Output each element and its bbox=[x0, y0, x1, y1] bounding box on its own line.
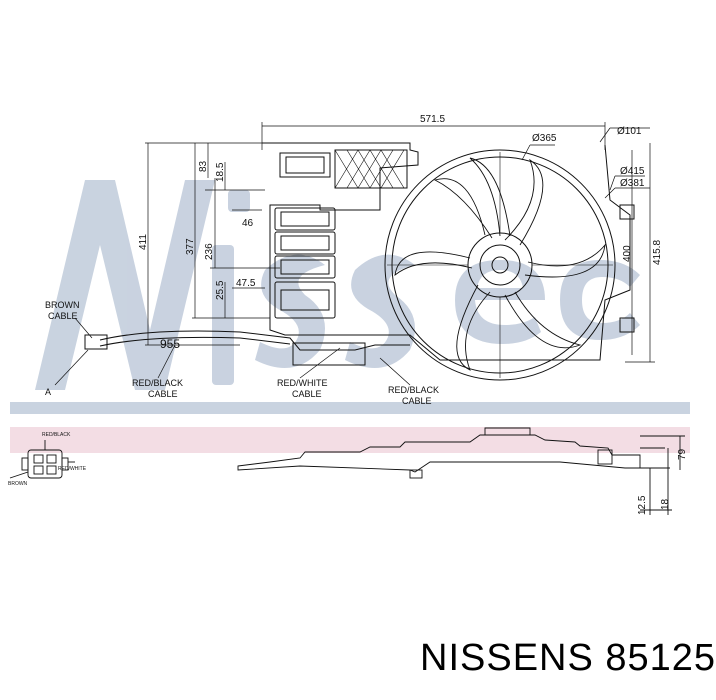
hatched-panel bbox=[334, 149, 408, 189]
side-mount-lower bbox=[619, 317, 635, 333]
fan-spokes bbox=[387, 152, 613, 378]
red-black-2-label-2: CABLE bbox=[402, 396, 432, 406]
cable-harness bbox=[99, 330, 410, 351]
cable-connector bbox=[84, 334, 108, 350]
red-white-label-1: RED/WHITE bbox=[277, 378, 328, 388]
dim-415-8: 415.8 bbox=[652, 240, 663, 265]
fan-hub bbox=[479, 244, 521, 286]
part-number: 85125 bbox=[605, 637, 716, 679]
dim-411: 411 bbox=[138, 234, 149, 250]
dim-dia-415: Ø415 bbox=[620, 166, 645, 177]
dim-dia-101: Ø101 bbox=[617, 126, 642, 137]
front-view bbox=[84, 142, 635, 381]
callout-labels: BROWN CABLE A RED/BLACK CABLE RED/WHITE … bbox=[45, 300, 439, 406]
shroud-outline bbox=[262, 142, 631, 361]
technical-drawing-page: 571.5 Ø365 Ø101 Ø415 Ø381 411 377 83 18.… bbox=[8, 114, 716, 679]
dim-571-5: 571.5 bbox=[420, 114, 445, 125]
side-view bbox=[237, 427, 685, 515]
red-black-2-label-1: RED/BLACK bbox=[388, 385, 439, 395]
fan-outer-ring bbox=[384, 149, 616, 381]
dim-12-5: 12.5 bbox=[637, 495, 648, 515]
resistor-block-2 bbox=[274, 231, 336, 255]
resistor-block-3 bbox=[274, 255, 336, 279]
brown-cable-label-2: CABLE bbox=[48, 311, 78, 321]
dim-400: 400 bbox=[622, 245, 633, 262]
brand-name: NISSENS bbox=[420, 637, 594, 679]
side-mount-upper bbox=[619, 204, 635, 220]
dim-dia-365: Ø365 bbox=[532, 133, 557, 144]
drawing-canvas: 571.5 Ø365 Ø101 Ø415 Ø381 411 377 83 18.… bbox=[8, 114, 690, 515]
dim-dia-381: Ø381 bbox=[620, 178, 645, 189]
resistor-block-4 bbox=[274, 281, 336, 319]
dim-47-5: 47.5 bbox=[236, 278, 256, 289]
red-white-label-2: CABLE bbox=[292, 389, 322, 399]
connector-right-label: RED/WHITE bbox=[58, 466, 87, 472]
fan-blades bbox=[394, 157, 606, 371]
point-a-label: A bbox=[45, 387, 51, 397]
nissens-watermark bbox=[35, 180, 640, 390]
red-black-1-label-1: RED/BLACK bbox=[132, 378, 183, 388]
dim-25-5: 25.5 bbox=[215, 280, 226, 300]
connector-top-label: RED/BLACK bbox=[42, 432, 71, 438]
dim-83: 83 bbox=[198, 160, 209, 172]
separator-bar bbox=[10, 402, 690, 414]
dim-18-5: 18.5 bbox=[215, 162, 226, 182]
dimension-lines bbox=[54, 122, 655, 386]
connector-labels: RED/BLACK BROWN RED/WHITE bbox=[8, 432, 87, 487]
dimension-texts: 571.5 Ø365 Ø101 Ø415 Ø381 411 377 83 18.… bbox=[138, 114, 688, 515]
side-view-band bbox=[10, 427, 690, 453]
red-black-1-label-2: CABLE bbox=[148, 389, 178, 399]
dim-236: 236 bbox=[204, 243, 215, 260]
mount-tab bbox=[279, 152, 331, 178]
dim-18: 18 bbox=[660, 498, 671, 510]
inline-module bbox=[292, 342, 366, 366]
dim-79: 79 bbox=[677, 448, 688, 460]
dim-46: 46 bbox=[242, 218, 254, 229]
brown-cable-label-1: BROWN bbox=[45, 300, 80, 310]
connector-left-label: BROWN bbox=[8, 481, 28, 487]
resistor-block-1 bbox=[274, 207, 336, 231]
part-number-title: NISSENS 85125 bbox=[420, 637, 716, 680]
dim-955: 955 bbox=[160, 337, 180, 351]
connector-detail bbox=[9, 440, 75, 479]
dim-377: 377 bbox=[185, 238, 196, 255]
